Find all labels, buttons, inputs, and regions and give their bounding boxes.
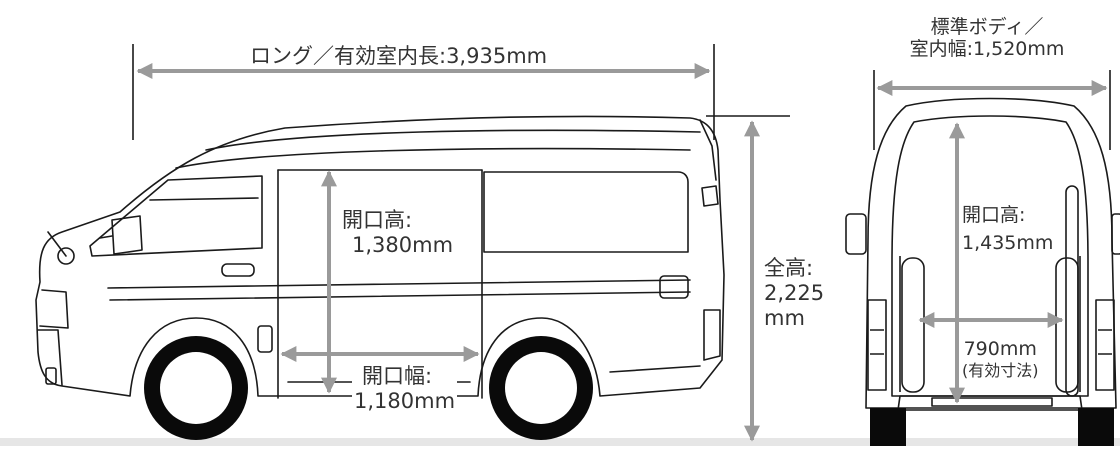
total-height-label-line1: 全高: — [764, 256, 814, 280]
side-door-height-label-line1: 開口高: — [342, 208, 413, 232]
total-height-label-line3: mm — [764, 306, 805, 330]
side-front-wheel — [144, 336, 248, 440]
side-door-height-label: 開口高: 1,380mm — [342, 208, 453, 258]
side-door-width-label-line1: 開口幅: — [362, 364, 433, 388]
rear-tires — [870, 408, 1114, 446]
side-door-width-label-line2: 1,180mm — [354, 389, 456, 413]
rear-interior-width-label-line1: 標準ボディ／ — [930, 16, 1044, 38]
rear-door-height-label-line1: 開口高: — [962, 204, 1026, 226]
rear-effective-width-label-line2: (有効寸法) — [962, 361, 1039, 380]
ground-strip — [0, 438, 1120, 446]
rear-interior-width-label-line2: 室内幅:1,520mm — [909, 38, 1065, 60]
rear-door-height-label: 開口高: 1,435mm — [962, 204, 1053, 254]
rear-view-van — [845, 97, 1120, 411]
side-view-van — [35, 115, 725, 399]
rear-interior-width-label: 標準ボディ／ 室内幅:1,520mm — [876, 16, 1098, 60]
side-door-width-label: 開口幅: 1,180mm — [352, 364, 458, 414]
interior-length-label: ロング／有効室内長:3,935mm — [248, 44, 550, 69]
rear-door-height-label-line2: 1,435mm — [962, 232, 1054, 254]
rear-effective-width-label-line1: 790mm — [963, 338, 1037, 360]
total-height-label-line2: 2,225 — [764, 281, 825, 305]
rear-effective-width-label: 790mm (有効寸法) — [962, 338, 1039, 382]
side-door-height-label-line2: 1,380mm — [352, 233, 454, 257]
side-rear-wheel — [489, 336, 593, 440]
total-height-label: 全高: 2,225 mm — [764, 256, 824, 331]
